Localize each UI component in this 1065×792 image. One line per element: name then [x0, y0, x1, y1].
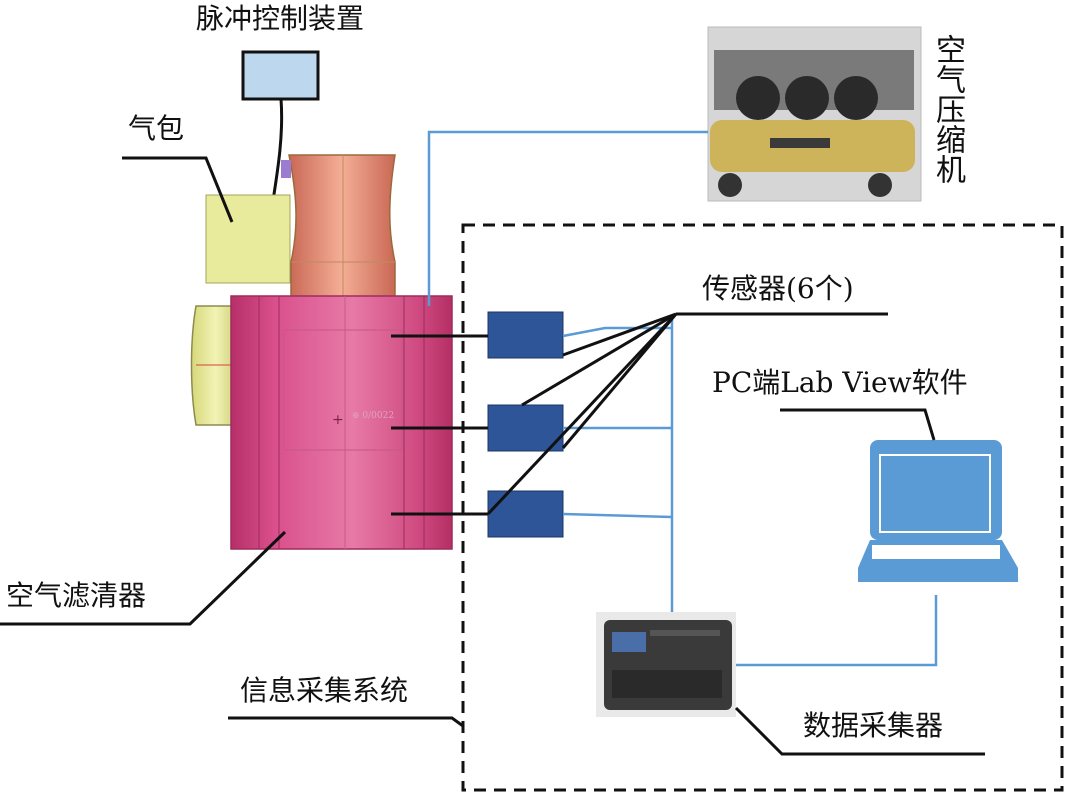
logger-pc-line	[736, 595, 938, 667]
air-filter-body	[230, 295, 453, 550]
data-logger-leader	[734, 706, 985, 756]
air-bag-label: 气包	[128, 112, 185, 145]
pc-software-label: PC端Lab View软件	[712, 366, 968, 399]
sensors-label: 传感器(6个)	[702, 272, 854, 305]
info-system-boundary	[461, 223, 1064, 792]
sensor-2	[487, 404, 564, 452]
data-logger-photo-icon	[596, 612, 736, 717]
info-system-label: 信息采集系统	[240, 674, 409, 707]
sensor-1	[487, 311, 564, 359]
pc-software-leader	[780, 408, 936, 441]
info-system-leader	[228, 716, 464, 728]
air-filter-leader	[0, 530, 287, 626]
svg-text:⊕ 0/0022: ⊕ 0/0022	[352, 411, 394, 421]
filter-outlet-cylinder	[288, 154, 396, 299]
compressor-air-line	[427, 130, 708, 306]
air-bag-leader	[122, 156, 234, 223]
sensor-label-leaders	[486, 312, 888, 516]
air-compressor-photo-icon	[707, 26, 922, 202]
pulse-controller-box	[241, 50, 320, 101]
air-filter-label: 空气滤清器	[6, 579, 147, 612]
air-compressor-label: 空气压缩机	[930, 34, 965, 184]
data-logger-label: 数据采集器	[803, 709, 944, 742]
sensor-3	[487, 490, 564, 538]
svg-text:+: +	[332, 412, 344, 428]
laptop-icon	[858, 440, 1018, 582]
pulse-controller-label: 脉冲控制装置	[196, 2, 365, 35]
air-bag-box	[205, 194, 291, 284]
